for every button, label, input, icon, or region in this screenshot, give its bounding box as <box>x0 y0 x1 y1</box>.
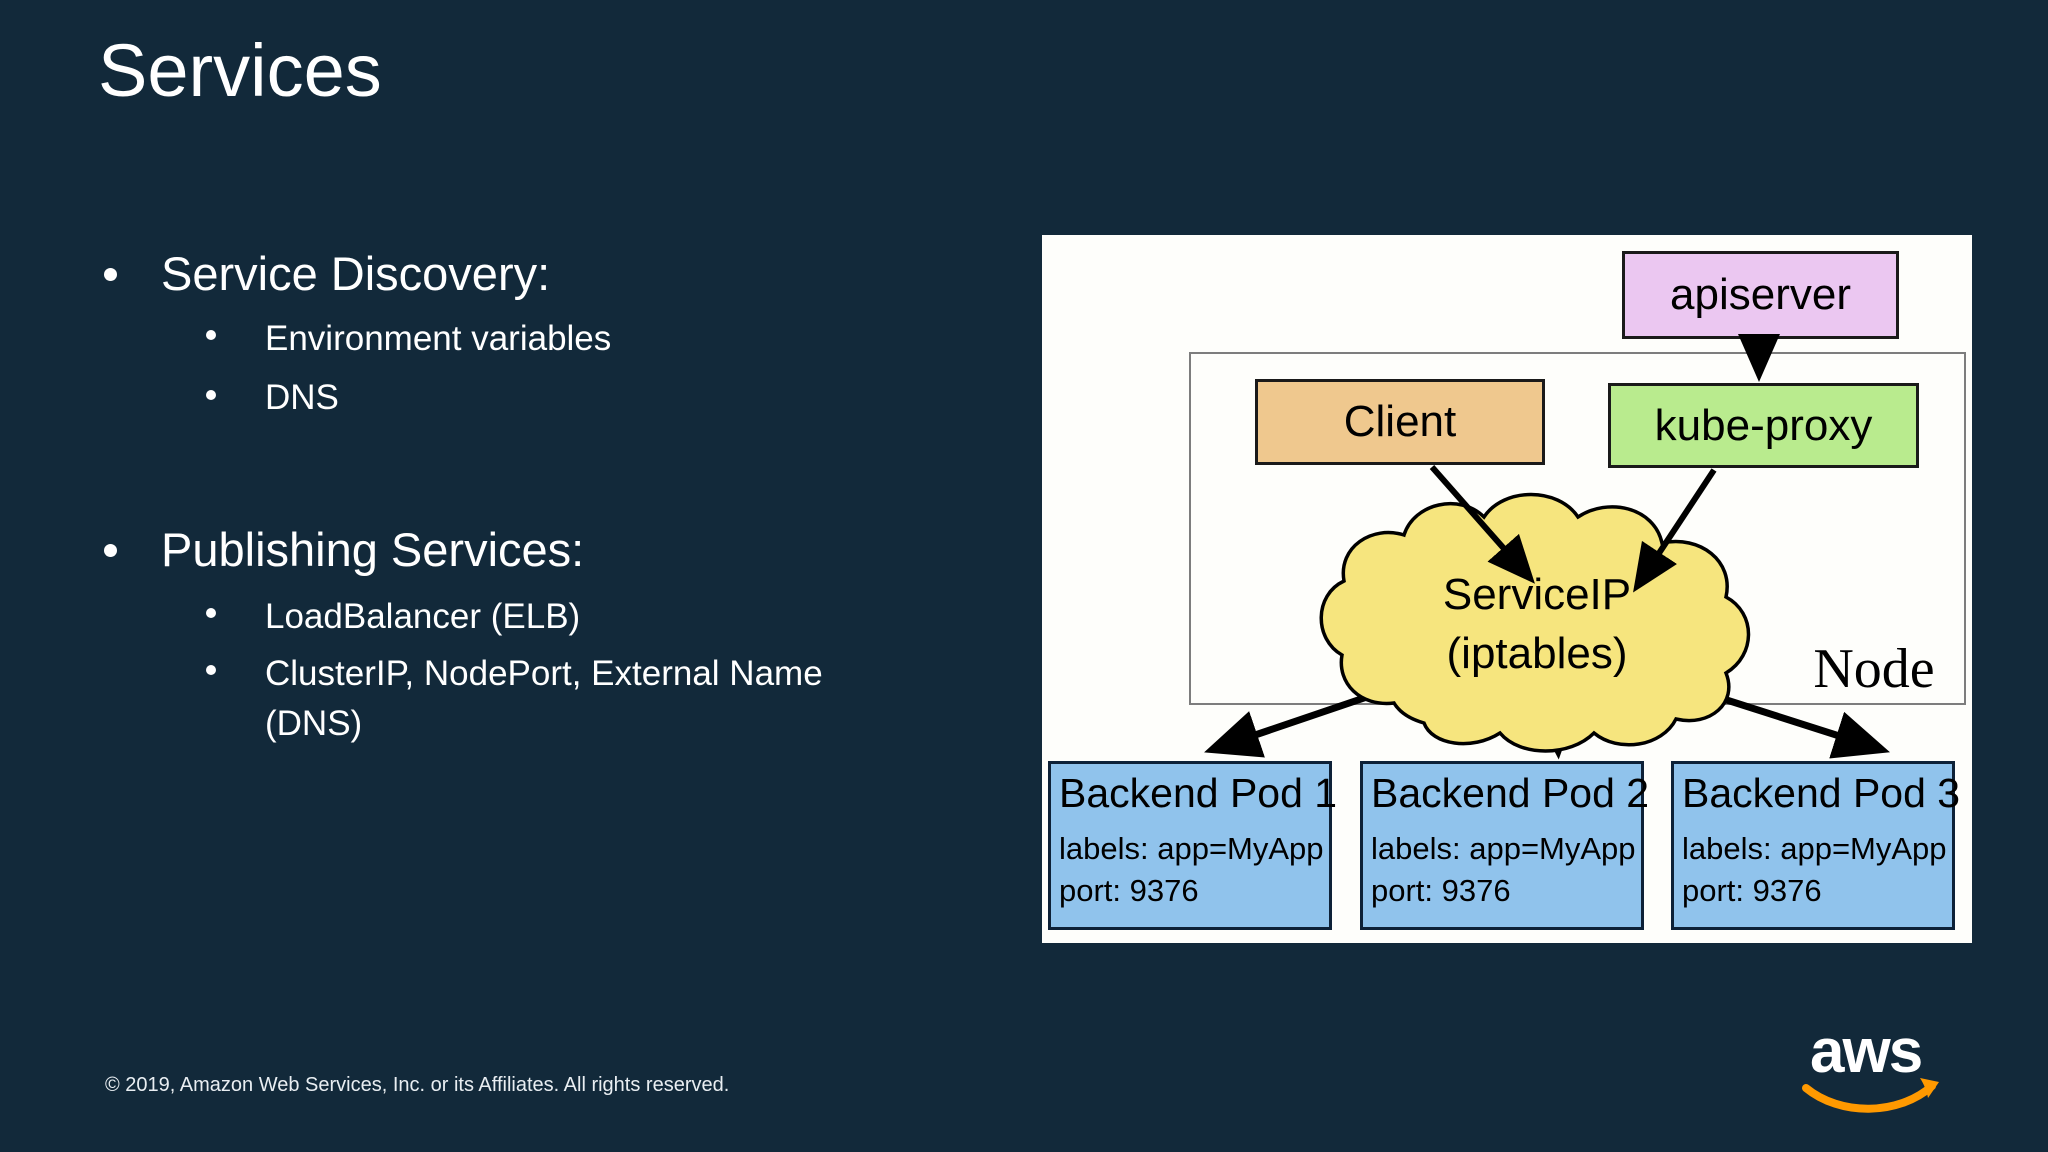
bullet-dot <box>206 608 216 618</box>
service-ip-cloud <box>1319 492 1751 753</box>
bullet-service-discovery: Service Discovery: <box>161 247 551 300</box>
pod-port: port: 9376 <box>1059 873 1199 908</box>
aws-logo: aws <box>1800 1017 1950 1127</box>
backend-pod-2-box: Backend Pod 2 labels: app=MyApp port: 93… <box>1360 761 1650 930</box>
kube-proxy-box: kube-proxy <box>1608 383 1919 468</box>
kube-proxy-label: kube-proxy <box>1654 400 1873 450</box>
arrow-kubeproxy-to-cloud <box>1633 468 1717 593</box>
aws-smile-icon <box>1802 1078 1939 1113</box>
client-box: Client <box>1255 379 1545 465</box>
pod-title: Backend Pod 2 <box>1371 770 1650 816</box>
backend-pod-1-box: Backend Pod 1 labels: app=MyApp port: 93… <box>1048 761 1338 930</box>
bullet-environment-variables: Environment variables <box>265 319 612 358</box>
backend-pod-3-box: Backend Pod 3 labels: app=MyApp port: 93… <box>1671 761 1961 930</box>
pod-labels: labels: app=MyApp <box>1682 831 1947 866</box>
bullet-clusterip: ClusterIP, NodePort, External Name (DNS) <box>265 654 823 744</box>
pod-port: port: 9376 <box>1682 873 1822 908</box>
page-title: Services <box>98 29 382 112</box>
apiserver-label: apiserver <box>1670 270 1851 319</box>
bullet-dot <box>206 330 216 340</box>
client-label: Client <box>1343 397 1457 446</box>
copyright-text: © 2019, Amazon Web Services, Inc. or its… <box>105 1074 730 1096</box>
bullet-dns: DNS <box>265 378 339 417</box>
node-label: Node <box>1813 638 1935 700</box>
pod-title: Backend Pod 3 <box>1682 770 1961 816</box>
pod-labels: labels: app=MyApp <box>1371 831 1636 866</box>
bullet-loadbalancer: LoadBalancer (ELB) <box>265 597 581 636</box>
pod-title: Backend Pod 1 <box>1059 770 1338 816</box>
bullet-dot <box>104 544 117 557</box>
pod-port: port: 9376 <box>1371 873 1511 908</box>
diagram-arrows-and-cloud <box>1204 334 1891 760</box>
arrow-client-to-cloud <box>1429 465 1535 584</box>
pod-labels: labels: app=MyApp <box>1059 831 1324 866</box>
bullet-dot <box>206 665 216 675</box>
bullet-dot <box>206 390 216 400</box>
bullet-publishing-services: Publishing Services: <box>161 523 585 576</box>
kubernetes-service-diagram: apiserver Client kube-proxy Node <box>1042 235 1972 943</box>
bullet-dot <box>104 268 117 281</box>
aws-logo-text: aws <box>1810 1017 1923 1086</box>
